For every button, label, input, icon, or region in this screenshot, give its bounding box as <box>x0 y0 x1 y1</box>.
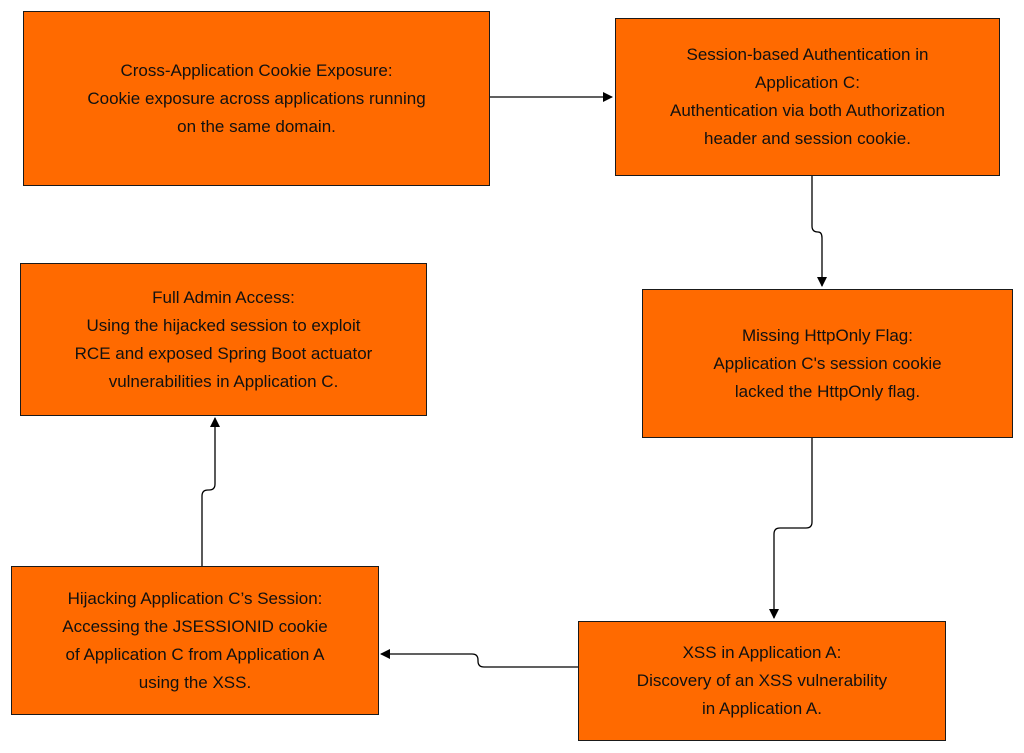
node-title: XSS in Application A: <box>682 643 842 662</box>
node-line: Using the hijacked session to exploit <box>86 315 361 335</box>
node-line: lacked the HttpOnly flag. <box>734 381 921 401</box>
node-line: RCE and exposed Spring Boot actuator <box>74 343 373 363</box>
node-line: vulnerabilities in Application C. <box>108 371 339 391</box>
node-admin: Full Admin Access: Using the hijacked se… <box>20 263 427 416</box>
node-xss-text: XSS in Application A: Discovery of an XS… <box>637 639 887 723</box>
node-session-auth: Session-based Authentication in Applicat… <box>615 18 1000 176</box>
node-hijack-text: Hijacking Application C’s Session: Acces… <box>62 585 328 697</box>
node-cookie-exposure: Cross-Application Cookie Exposure: Cooki… <box>23 11 490 186</box>
node-title: Cross-Application Cookie Exposure: <box>120 60 393 80</box>
node-title: Hijacking Application C’s Session: <box>67 588 323 608</box>
node-cookie-exposure-text: Cross-Application Cookie Exposure: Cooki… <box>87 57 425 141</box>
node-line: Application C's session cookie <box>713 353 942 373</box>
edge-httponly-to-xss <box>769 438 813 619</box>
node-line: of Application C from Application A <box>65 644 325 664</box>
edge-session-to-httponly <box>811 175 827 287</box>
node-line: using the XSS. <box>138 672 252 692</box>
node-xss: XSS in Application A: Discovery of an XS… <box>578 621 946 741</box>
node-httponly-text: Missing HttpOnly Flag: Application C's s… <box>713 322 941 406</box>
node-line: header and session cookie. <box>704 129 911 148</box>
node-line: Cookie exposure across applications runn… <box>87 88 426 108</box>
node-session-auth-text: Session-based Authentication in Applicat… <box>670 41 945 153</box>
node-line: Application C: <box>755 73 860 92</box>
edge-xss-to-hijack <box>380 649 578 668</box>
node-line: in Application A. <box>701 699 822 718</box>
node-line: Accessing the JSESSIONID cookie <box>62 616 328 636</box>
node-line: on the same domain. <box>177 116 336 136</box>
node-title: Session-based Authentication in <box>686 45 929 64</box>
edge-hijack-to-admin <box>201 417 220 566</box>
node-httponly: Missing HttpOnly Flag: Application C's s… <box>642 289 1013 438</box>
node-admin-text: Full Admin Access: Using the hijacked se… <box>75 284 373 396</box>
node-title: Missing HttpOnly Flag: <box>741 325 913 345</box>
node-title: Full Admin Access: <box>152 287 295 307</box>
node-hijack: Hijacking Application C’s Session: Acces… <box>11 566 379 715</box>
node-line: Discovery of an XSS vulnerability <box>636 671 888 690</box>
node-line: Authentication via both Authorization <box>669 101 946 120</box>
